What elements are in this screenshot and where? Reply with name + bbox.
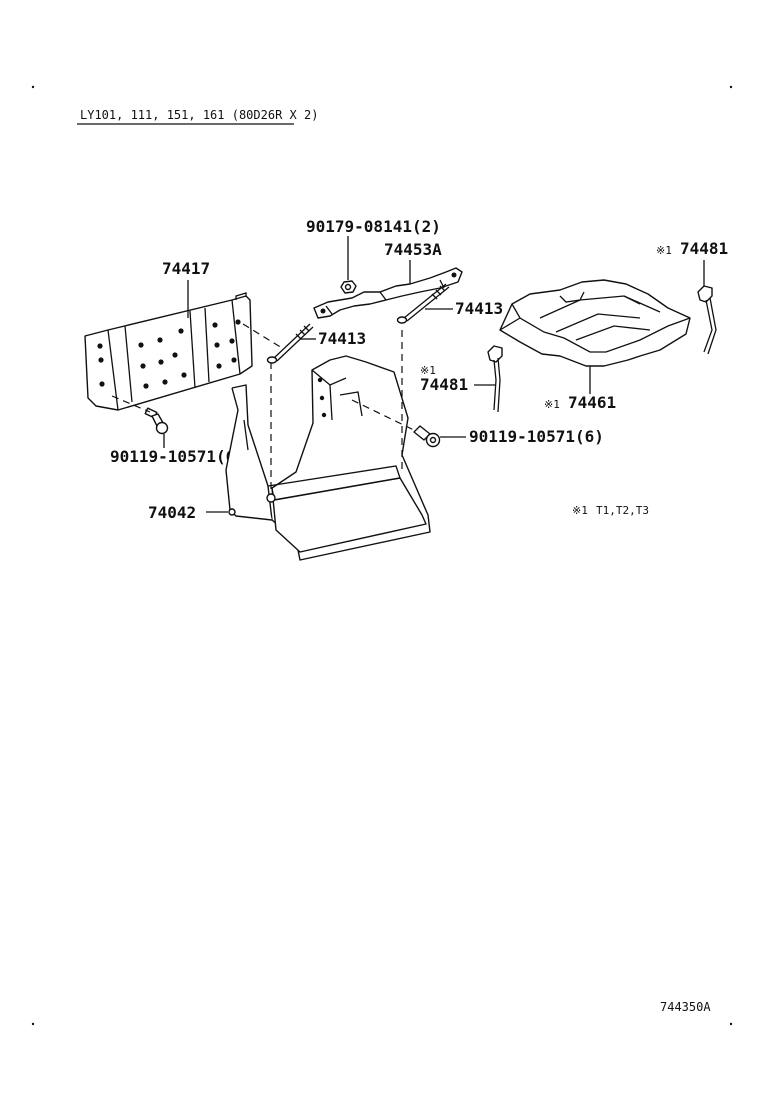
label-90179-08141: 90179-08141(2) xyxy=(306,217,441,236)
clip-74481-top xyxy=(697,285,717,355)
mark-74481-mid: ※1 xyxy=(420,364,436,377)
mark-74461: ※1 xyxy=(544,398,560,411)
label-90119-right: 90119-10571(6) xyxy=(469,427,604,446)
legend-mark: ※1 xyxy=(572,504,588,517)
applicability-header: LY101, 111, 151, 161 (80D26R X 2) xyxy=(80,108,318,122)
label-74461: 74461 xyxy=(568,393,616,412)
nut-90179 xyxy=(340,280,357,294)
label-74417: 74417 xyxy=(162,259,210,278)
rod-74413-left xyxy=(266,323,314,364)
label-74481-top: 74481 xyxy=(680,239,728,258)
label-74042: 74042 xyxy=(148,503,196,522)
mark-74481-top: ※1 xyxy=(656,244,672,257)
clip-74481-mid xyxy=(487,345,503,413)
battery-cover-74461 xyxy=(499,279,691,367)
label-74413-right: 74413 xyxy=(455,299,503,318)
rod-74413-right xyxy=(396,283,450,324)
label-74453A: 74453A xyxy=(384,240,442,259)
legend-text: T1,T2,T3 xyxy=(596,504,649,517)
bracket-holes xyxy=(97,319,241,389)
bolt-90119-right xyxy=(413,425,441,448)
clamp-bar-74453A xyxy=(313,267,463,319)
label-74481-mid: 74481 xyxy=(420,375,468,394)
assembly-dash-lines xyxy=(242,323,419,492)
bracket-plate-74417 xyxy=(84,292,253,411)
battery-tray-74042 xyxy=(225,355,431,561)
illustration-number: 744350A xyxy=(660,1000,711,1014)
dash-bolt-left xyxy=(111,395,151,413)
corner-marks xyxy=(31,85,733,1026)
label-74413-left: 74413 xyxy=(318,329,366,348)
label-90119-left: 90119-10571(6) xyxy=(110,447,245,466)
